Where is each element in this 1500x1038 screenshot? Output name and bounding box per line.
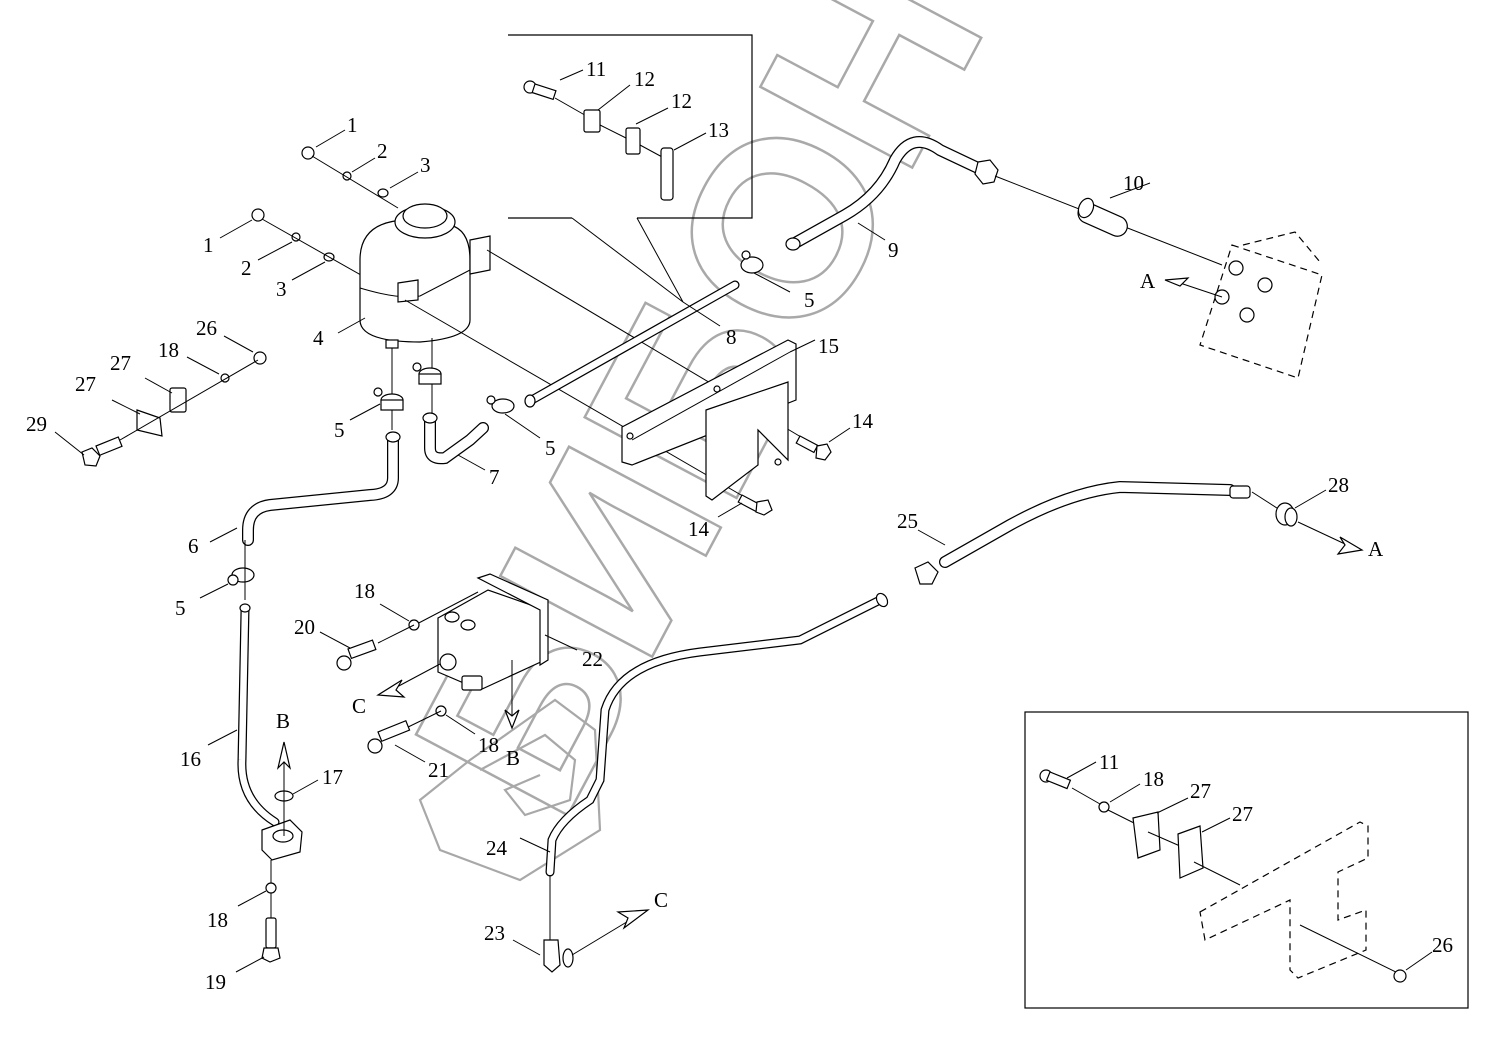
bolt-11-inset-b: [1039, 769, 1072, 790]
callout-5: 5: [545, 436, 556, 460]
callout-4: 4: [313, 326, 324, 350]
clamp-group-left: 26 18 27 27 29: [26, 316, 267, 467]
pipe-24: 24 23 C: [484, 592, 889, 973]
callout-5: 5: [804, 288, 815, 312]
callout-12: 12: [634, 67, 655, 91]
arrow-c-left-head: [376, 679, 406, 698]
clamp-12a: [583, 109, 601, 133]
callout-2: 2: [377, 139, 388, 163]
arrow-a-left-head: [1164, 277, 1190, 287]
callout-20: 20: [294, 615, 315, 639]
callout-27: 27: [1190, 779, 1211, 803]
flow-arrow-b-label: B: [276, 709, 290, 733]
callout-5: 5: [334, 418, 345, 442]
bracket-15: 15 14 14: [621, 334, 874, 541]
elbow-fitting-23: [543, 939, 574, 973]
flow-arrow-b-label: B: [506, 746, 520, 770]
flow-arrow-c-label: C: [352, 694, 366, 718]
callout-19: 19: [205, 970, 226, 994]
hose-clamps: 5 5 5 5: [175, 250, 815, 620]
bolt-11-inset: [523, 80, 557, 101]
bolt-14-upper: [795, 435, 832, 461]
callout-10: 10: [1123, 171, 1144, 195]
callout-13: 13: [708, 118, 729, 142]
steering-unit: A: [1140, 231, 1323, 379]
arrow-b-down-head: [504, 709, 520, 730]
nut-1-lower: [251, 208, 265, 222]
flow-arrow-c-label: C: [654, 888, 668, 912]
callout-28: 28: [1328, 473, 1349, 497]
callout-11: 11: [586, 57, 606, 81]
callout-7: 7: [489, 465, 500, 489]
nut-26-inset: [1393, 969, 1407, 983]
hose-25: 25 28 A: [897, 473, 1384, 585]
clamp-12b: [625, 127, 641, 155]
callout-16: 16: [180, 747, 201, 771]
callout-15: 15: [818, 334, 839, 358]
callout-21: 21: [428, 758, 449, 782]
callout-9: 9: [888, 238, 899, 262]
watermark-logo-inner: [479, 733, 577, 817]
flow-arrow-a-label: A: [1140, 269, 1156, 293]
washer-3-upper: [377, 188, 389, 198]
watermark-hexagon-logo: [418, 698, 602, 882]
callout-14: 14: [688, 517, 710, 541]
callout-6: 6: [188, 534, 199, 558]
callout-14: 14: [852, 409, 874, 433]
callout-5: 5: [175, 596, 186, 620]
arrow-c-right-head: [616, 909, 650, 930]
inset-bracket-detail-bottom: 11 18 27 27 26: [1024, 711, 1469, 1009]
callout-23: 23: [484, 921, 505, 945]
callout-18: 18: [478, 733, 499, 757]
callout-27: 27: [1232, 802, 1253, 826]
fitting-10: 10: [1077, 171, 1151, 237]
hose-7: 7: [422, 412, 500, 489]
callout-18: 18: [354, 579, 375, 603]
arrow-b-up-head: [276, 741, 292, 770]
callout-29: 29: [26, 412, 47, 436]
callout-8: 8: [726, 325, 737, 349]
callout-27: 27: [75, 372, 96, 396]
callout-25: 25: [897, 509, 918, 533]
bolt-20: [336, 639, 377, 671]
callout-12: 12: [671, 89, 692, 113]
bolt-14-lower: [737, 494, 773, 516]
callout-24: 24: [486, 836, 508, 860]
callout-2: 2: [241, 256, 252, 280]
flow-arrow-a-label: A: [1368, 537, 1384, 561]
inset-frame-top: [508, 34, 753, 219]
callout-3: 3: [420, 153, 431, 177]
inset-clamp-detail-top: 11 12 12 13: [508, 34, 753, 303]
callout-11: 11: [1099, 750, 1119, 774]
bolt-21: [367, 719, 411, 754]
nut-1-upper: [301, 146, 315, 160]
callout-1: 1: [203, 233, 214, 257]
pump-22: 22 18 20 C B 18 21: [294, 573, 603, 782]
pipe-16: 16 17 B 18 19: [180, 603, 343, 994]
plate-13: [660, 147, 674, 201]
callout-17: 17: [322, 765, 343, 789]
callout-22: 22: [582, 647, 603, 671]
callout-26: 26: [1432, 933, 1453, 957]
callout-18: 18: [1143, 767, 1164, 791]
callout-18: 18: [207, 908, 228, 932]
inset-frame-bottom: [1024, 711, 1469, 1009]
hose-6: 6: [188, 431, 401, 600]
callout-3: 3: [276, 277, 287, 301]
callout-18: 18: [158, 338, 179, 362]
callout-27: 27: [110, 351, 131, 375]
callout-1: 1: [347, 113, 358, 137]
arrow-a-right-head: [1336, 536, 1364, 555]
callout-26: 26: [196, 316, 217, 340]
pipe-8: 8: [524, 280, 740, 408]
